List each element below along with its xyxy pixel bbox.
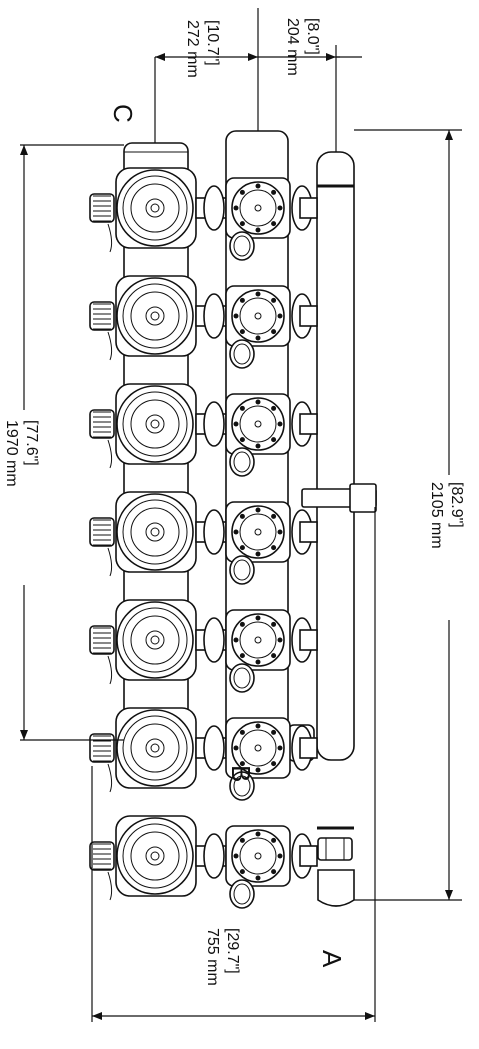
dim-204-mm: 204 mm <box>284 18 301 76</box>
valve-assembly <box>89 383 318 477</box>
valve-assembly <box>89 167 318 261</box>
dim-2105-mm: 2105 mm <box>428 482 445 549</box>
dim-755-inch: [29.7"] <box>224 928 241 974</box>
callout-b: B <box>226 765 256 782</box>
valve-array <box>89 167 318 909</box>
dimension-755mm: [29.7"] 755 mm <box>91 507 376 1022</box>
callout-c: C <box>108 104 138 123</box>
dimension-204mm: [8.0"] 204 mm <box>284 18 362 152</box>
valve-assembly <box>89 275 318 369</box>
dim-1970-mm: 1970 mm <box>3 420 20 487</box>
dim-272-mm: 272 mm <box>184 20 201 78</box>
dimension-2105mm: [82.9"] 2105 mm <box>354 129 465 901</box>
valve-assembly <box>89 815 318 909</box>
callout-a: A <box>317 950 347 968</box>
dimension-272mm: [10.7"] 272 mm <box>154 8 340 143</box>
dim-272-inch: [10.7"] <box>204 20 221 66</box>
valve-assembly <box>89 599 318 693</box>
valve-assembly <box>89 707 318 801</box>
dimension-1970mm: [77.6"] 1970 mm <box>3 144 124 741</box>
dim-1970-inch: [77.6"] <box>23 420 40 466</box>
valve-assembly <box>89 491 318 585</box>
dim-204-inch: [8.0"] <box>304 18 321 55</box>
dim-2105-inch: [82.9"] <box>448 482 465 528</box>
dim-755-mm: 755 mm <box>204 928 221 986</box>
